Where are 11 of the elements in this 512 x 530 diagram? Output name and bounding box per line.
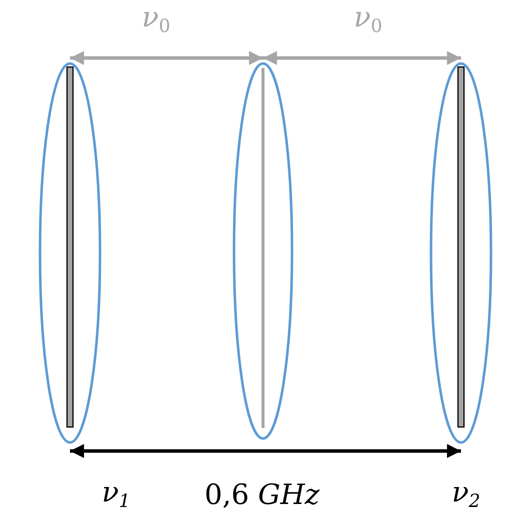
frequency-label: ν$_{1}$ <box>102 478 130 512</box>
arrow <box>263 51 461 65</box>
frequency-label: ν$_{2}$ <box>452 478 480 512</box>
resonator-ellipse <box>429 62 493 444</box>
edge-label: 0,6 GHz <box>204 481 320 509</box>
resonator-ellipse <box>232 62 294 440</box>
arrow <box>70 51 263 65</box>
resonator-ellipse <box>38 62 102 444</box>
edge-label: ν$_{0}$ <box>142 4 170 36</box>
edge-label: ν$_{0}$ <box>354 4 382 36</box>
arrow <box>70 444 461 458</box>
